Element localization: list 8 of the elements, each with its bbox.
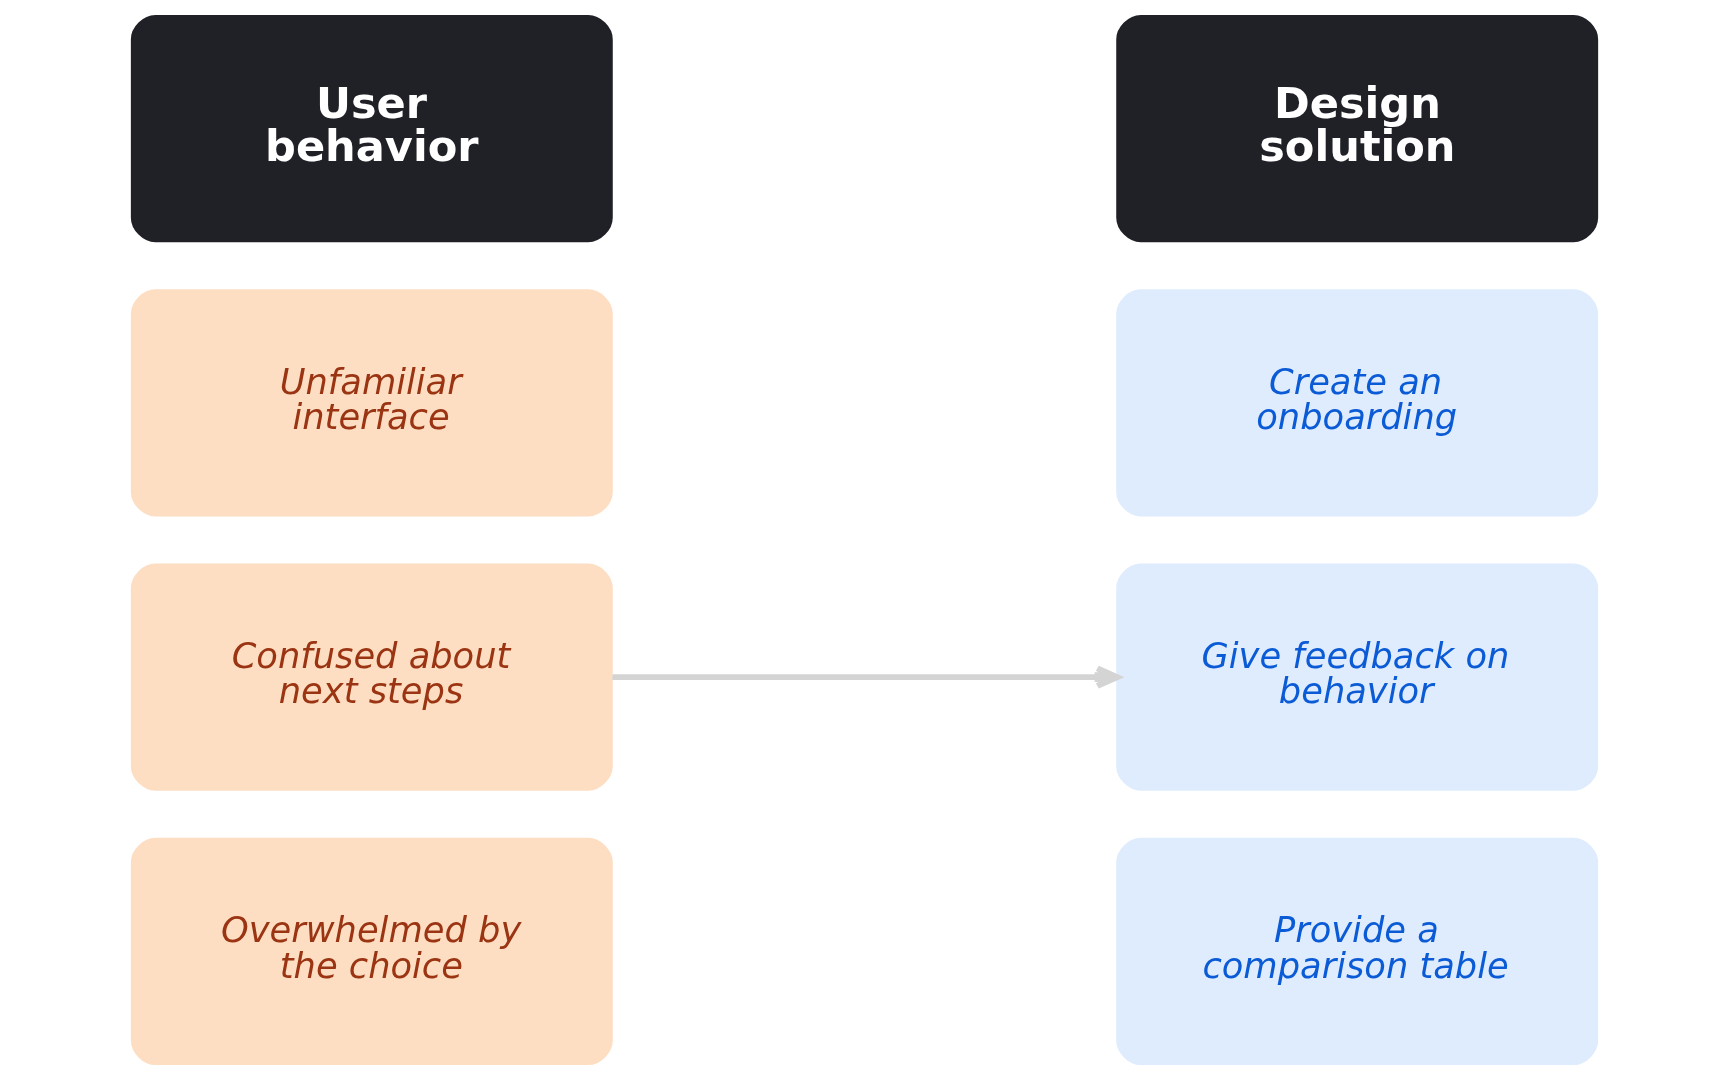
node-box: Confused about next steps — [130, 563, 613, 791]
node-box: Design solution — [1115, 15, 1598, 243]
node-box: Create an onboarding — [1115, 289, 1598, 517]
node-box: Unfamiliar interface — [130, 289, 613, 517]
node-box: User behavior — [130, 15, 613, 243]
node-box: Give feedback on behavior — [1115, 563, 1598, 791]
node-box: Overwhelmed by the choice — [130, 837, 613, 1065]
node-box: Provide a comparison table — [1115, 837, 1598, 1065]
